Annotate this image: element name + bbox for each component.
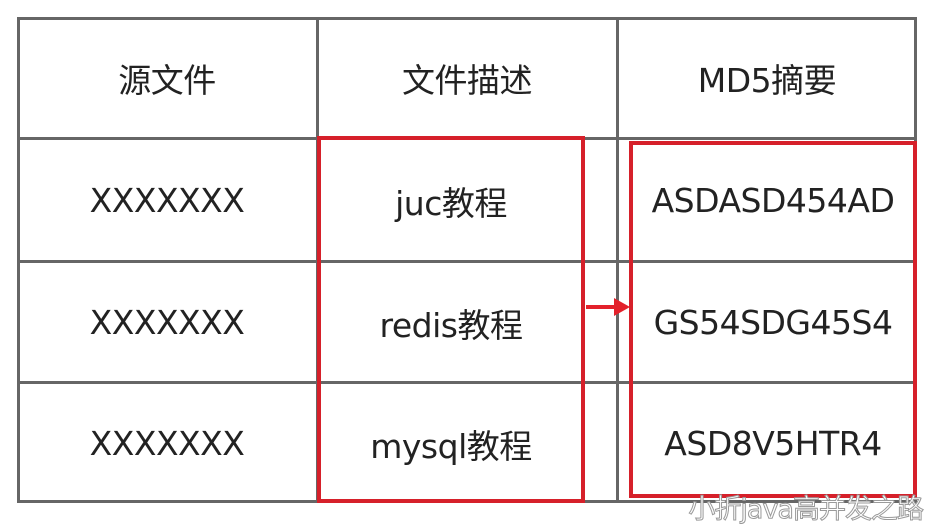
highlight-description-box [317, 136, 585, 503]
cell-file-description: redis教程 [379, 305, 523, 345]
cell-source-file: XXXXXXX [89, 303, 245, 342]
arrow-head [614, 298, 630, 316]
cell-source-file: XXXXXXX [89, 424, 245, 463]
highlight-md5-box [629, 141, 917, 498]
cell-file-description: juc教程 [395, 183, 507, 223]
arrow-shaft [586, 305, 618, 309]
row-divider [17, 381, 917, 384]
cell-md5: ASDASD454AD [651, 181, 895, 220]
header-file-description: 文件描述 [402, 60, 533, 100]
cell-md5: ASD8V5HTR4 [664, 424, 882, 463]
cell-md5: GS54SDG45S4 [653, 303, 893, 342]
row-divider [17, 260, 917, 263]
header-source-file: 源文件 [118, 60, 216, 100]
cell-file-description: mysql教程 [370, 426, 532, 466]
header-md5-digest: MD5摘要 [697, 60, 837, 100]
watermark: 小折java高并发之路 [688, 494, 925, 526]
cell-source-file: XXXXXXX [89, 181, 245, 220]
